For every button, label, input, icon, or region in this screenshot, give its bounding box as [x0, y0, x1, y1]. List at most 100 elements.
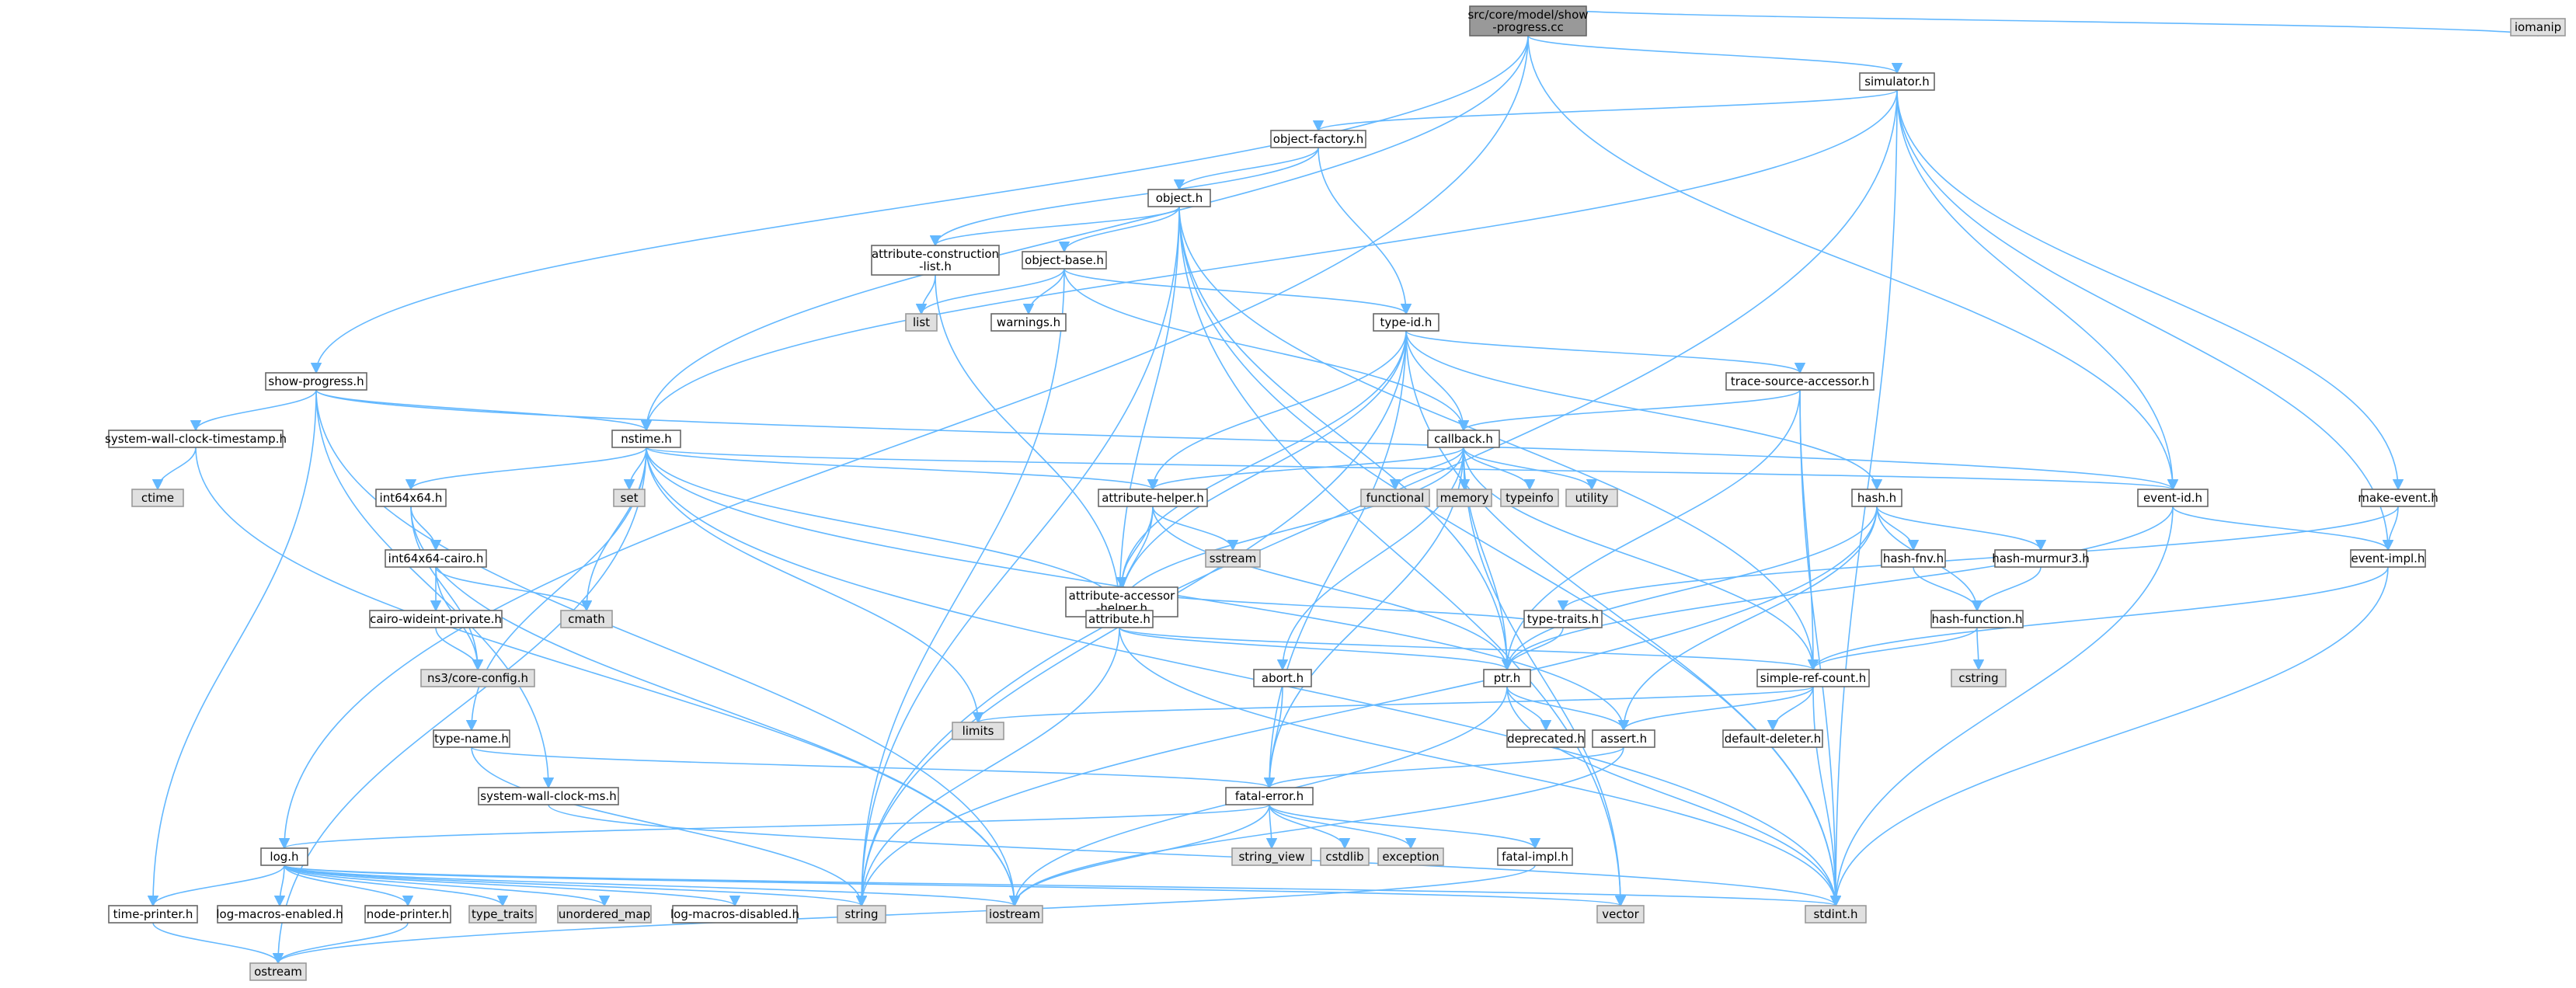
node-label: time-printer.h: [113, 907, 193, 921]
node-cairo-wideint[interactable]: cairo-wideint-private.h: [369, 610, 503, 628]
node-attr-accessor[interactable]: attribute-accessor-helper.h: [1065, 586, 1178, 618]
edge-simulator-to-object_factory: [1313, 89, 1898, 132]
node-label: stdint.h: [1813, 907, 1857, 921]
node-box: [375, 489, 447, 507]
node-label: log.h: [270, 850, 298, 864]
node-simple-ref[interactable]: simple-ref-count.h: [1756, 669, 1870, 687]
node-attr-helper[interactable]: attribute-helper.h: [1098, 489, 1208, 507]
node-log-macros-en[interactable]: log-macros-enabled.h: [216, 905, 343, 924]
edge-attribute-to-ptr: [1119, 627, 1513, 671]
node-label: log-macros-enabled.h: [216, 907, 343, 921]
node-default-deleter[interactable]: default-deleter.h: [1722, 729, 1823, 748]
node-simulator[interactable]: simulator.h: [1859, 72, 1935, 91]
node-show-progress[interactable]: show-progress.h: [265, 372, 367, 391]
node-object[interactable]: object.h: [1147, 189, 1211, 207]
node-deprecated[interactable]: deprecated.h: [1506, 729, 1586, 748]
node-sys-wall-ms[interactable]: system-wall-clock-ms.h: [478, 787, 619, 805]
edge-nstime-to-event_id: [646, 447, 2178, 491]
node-type-id[interactable]: type-id.h: [1373, 313, 1439, 332]
edge-int64x64-to-iostream: [410, 506, 1021, 907]
node-hash[interactable]: hash.h: [1851, 489, 1902, 507]
node-object-factory[interactable]: object-factory.h: [1270, 130, 1366, 148]
node-make-event[interactable]: make-event.h: [2358, 489, 2438, 507]
node-attribute[interactable]: attribute.h: [1085, 610, 1154, 628]
node-box: [1205, 549, 1261, 568]
node-label: type-name.h: [434, 732, 509, 746]
edge-callback-to-utility: [1463, 447, 1598, 491]
edge-assert-to-fatal_error: [1264, 746, 1624, 789]
node-fatal-error[interactable]: fatal-error.h: [1225, 787, 1314, 805]
node-box: [871, 245, 1000, 276]
node-box: [108, 430, 284, 448]
edge-root-to-simulator: [1527, 35, 1902, 75]
edge-type_id-to-hash: [1405, 330, 1883, 491]
node-sys-wall-ts[interactable]: system-wall-clock-timestamp.h: [105, 430, 287, 448]
node-label: hash-murmur3.h: [1992, 551, 2090, 565]
edge-simulator-to-event_id: [1896, 89, 2179, 491]
node-label: iomanip: [2515, 20, 2561, 34]
edge-root-to-iomanip: [1527, 5, 2543, 37]
node-box: [108, 905, 198, 924]
node-event-impl[interactable]: event-impl.h: [2350, 549, 2426, 568]
edge-hash_function-to-simple_ref: [1807, 627, 1978, 671]
node-label: functional: [1366, 491, 1425, 505]
edge-fatal_error-to-string_view: [1265, 804, 1278, 850]
node-type-name[interactable]: type-name.h: [433, 729, 510, 748]
edge-type_id-to-callback: [1405, 330, 1470, 432]
edge-log-to-unordered_map: [284, 864, 610, 907]
node-time-printer[interactable]: time-printer.h: [108, 905, 198, 924]
node-box: [1725, 372, 1875, 391]
node-box: [1483, 669, 1531, 687]
edge-trace_source-to-callback: [1458, 389, 1801, 432]
node-hash-fnv[interactable]: hash-fnv.h: [1881, 549, 1946, 568]
node-box: [1022, 251, 1107, 270]
node-int64x64-cairo[interactable]: int64x64-cairo.h: [385, 549, 487, 568]
node-object-base[interactable]: object-base.h: [1022, 251, 1107, 270]
edge-attr_helper-to-ptr: [1152, 506, 1513, 671]
node-box: [1565, 489, 1618, 507]
node-type-traits: type_traits: [468, 905, 537, 924]
node-type-traits-h[interactable]: type-traits.h: [1523, 610, 1603, 628]
edge-root-to-log: [278, 35, 1529, 850]
node-log[interactable]: log.h: [260, 847, 308, 866]
node-warnings[interactable]: warnings.h: [990, 313, 1067, 332]
node-box: [1320, 847, 1370, 866]
node-label: fatal-error.h: [1235, 789, 1304, 803]
node-callback[interactable]: callback.h: [1427, 430, 1500, 448]
node-label: nstime.h: [621, 432, 672, 446]
edge-hash-to-hash_murmur: [1876, 506, 2047, 551]
edge-fatal_error-to-log: [279, 804, 1270, 850]
node-label: attribute.h: [1088, 612, 1150, 626]
node-cstdlib: cstdlib: [1320, 847, 1370, 866]
node-label: trace-source-accessor.h: [1731, 374, 1869, 388]
edge-type_id-to-attr_accessor: [1116, 330, 1407, 589]
node-box: [557, 905, 652, 924]
node-label: string: [844, 907, 878, 921]
node-box: [1373, 313, 1439, 332]
edge-ptr-to-stdint: [1506, 686, 1842, 907]
node-event-id[interactable]: event-id.h: [2137, 489, 2209, 507]
node-hash-murmur[interactable]: hash-murmur3.h: [1992, 549, 2090, 568]
edge-type_id-to-fatal_error: [1263, 330, 1407, 789]
edge-show_progress-to-sys_wall_ms: [315, 389, 555, 789]
node-node-printer[interactable]: node-printer.h: [364, 905, 451, 924]
edge-sys_wall_ms-to-stdint: [548, 804, 1841, 907]
node-trace-source[interactable]: trace-source-accessor.h: [1725, 372, 1875, 391]
node-box: [1427, 430, 1500, 448]
node-box: [1994, 549, 2087, 568]
node-attr-constr-list[interactable]: attribute-construction-list.h: [871, 245, 1000, 276]
node-ptr[interactable]: ptr.h: [1483, 669, 1531, 687]
node-box: [1506, 729, 1586, 748]
node-label: object-factory.h: [1273, 132, 1364, 146]
node-fatal-impl[interactable]: fatal-impl.h: [1497, 847, 1573, 866]
node-log-macros-dis[interactable]: log-macros-disabled.h: [670, 905, 799, 924]
node-assert[interactable]: assert.h: [1592, 729, 1655, 748]
node-int64x64[interactable]: int64x64.h: [375, 489, 447, 507]
edge-type_id-to-stdint: [1405, 330, 1842, 907]
node-root[interactable]: src/core/model/show-progress.cc: [1467, 5, 1589, 37]
node-nstime[interactable]: nstime.h: [611, 430, 681, 448]
node-abort[interactable]: abort.h: [1253, 669, 1312, 687]
node-hash-function[interactable]: hash-function.h: [1930, 610, 2024, 628]
node-typeinfo: typeinfo: [1500, 489, 1559, 507]
edge-simple_ref-to-stdint: [1812, 686, 1842, 907]
